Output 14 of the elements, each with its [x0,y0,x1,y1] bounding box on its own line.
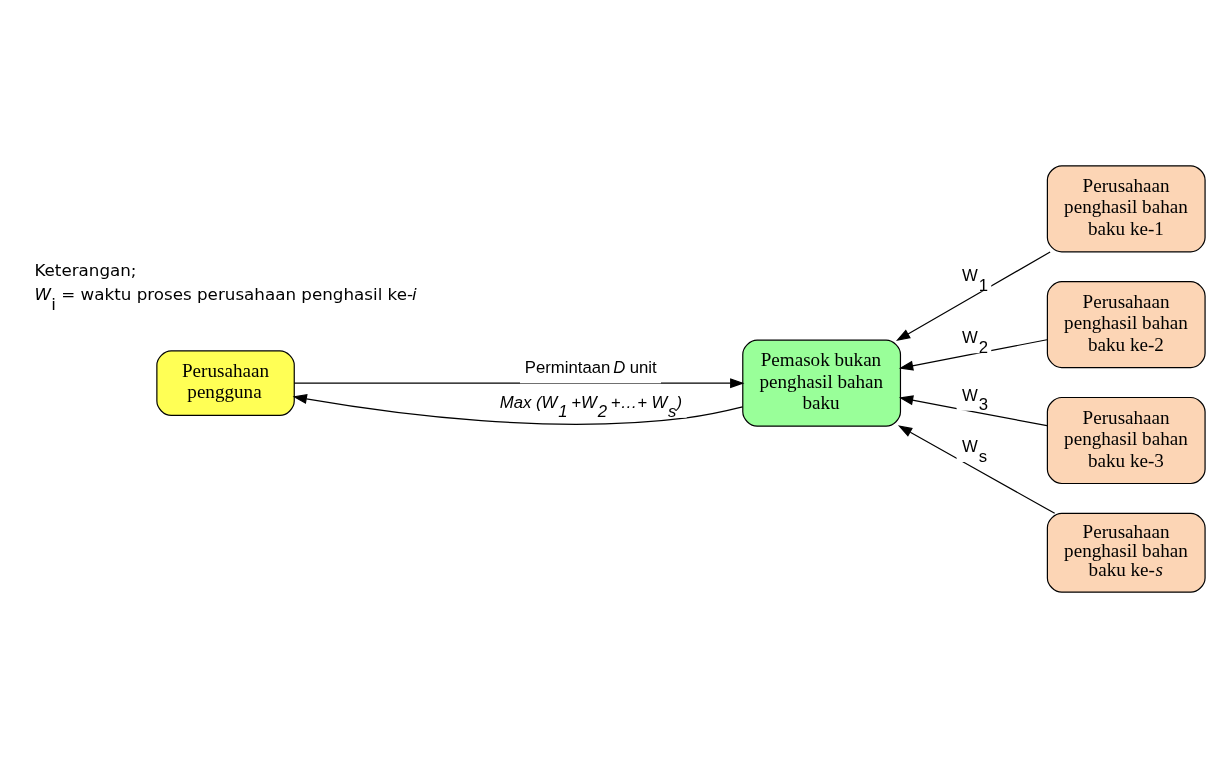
arrow [898,339,1048,371]
node-box: Perusahaan penghasil bahan baku ke-1 [1046,165,1206,253]
node-box: Perusahaan penghasil bahan baku ke-2 [1046,281,1206,369]
node-box: Perusahaan pengguna [156,350,295,417]
node-box: Perusahaan penghasil bahan baku ke-3 [1046,396,1206,485]
arrow [897,425,1056,514]
label: Keterangan; [34,259,137,280]
arrow [895,251,1051,341]
arrow [898,395,1048,427]
node-box: Pemasok bukan penghasil bahan baku [742,339,902,427]
arrow [292,394,744,425]
arrow [293,378,745,389]
node-box: Perusahaan penghasil bahan baku ke-s [1046,512,1206,593]
edge-label: Permintaan D unit [524,358,657,378]
